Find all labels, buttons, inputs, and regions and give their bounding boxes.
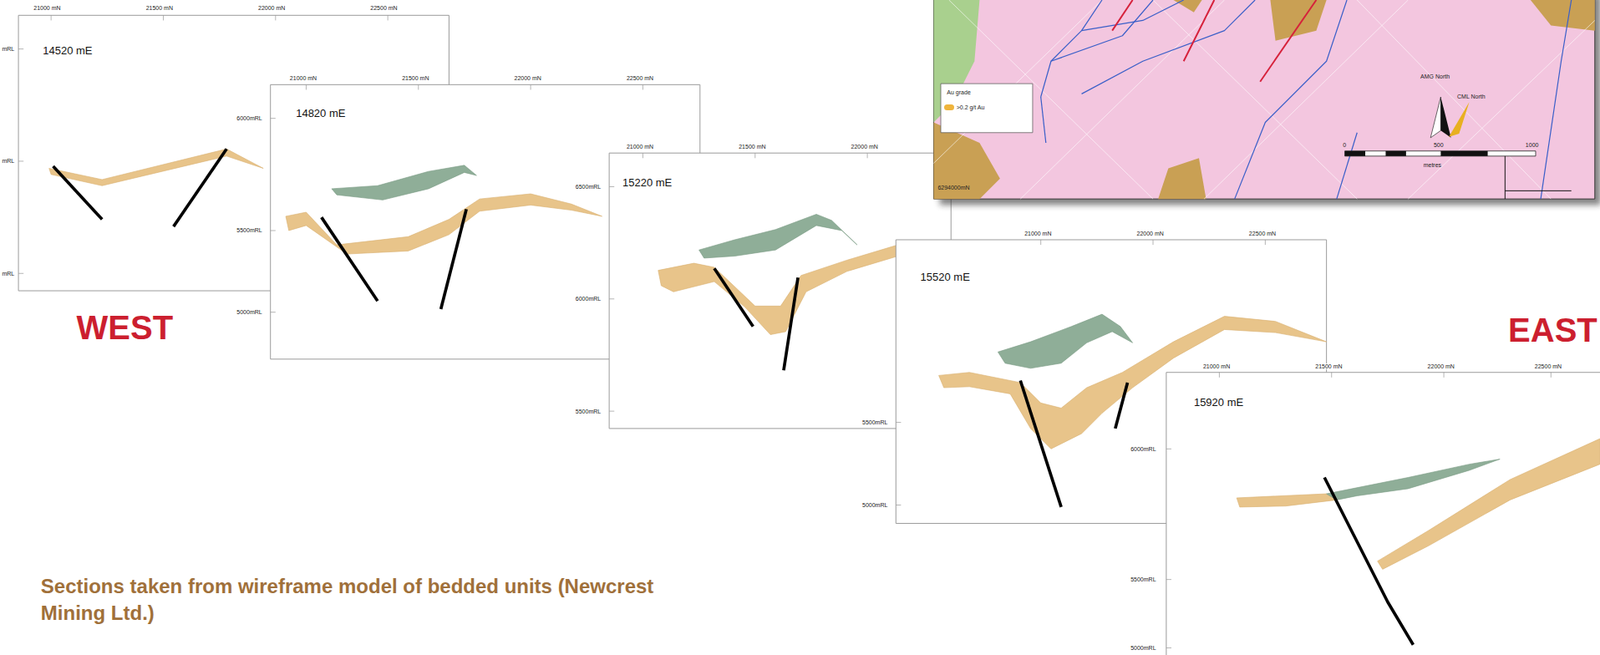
figure-caption: Sections taken from wireframe model of b… <box>40 573 676 625</box>
axis-label: 21000 mN <box>289 75 317 82</box>
axis-label: 21500 mN <box>1315 363 1342 370</box>
axis-label: 6000mRL <box>575 295 601 302</box>
axis-label: 22000 mN <box>514 75 542 82</box>
legend-item: >0.2 g/t Au <box>944 104 986 111</box>
axis-label: 5500mRL <box>862 419 888 426</box>
bedded-unit <box>49 148 264 186</box>
map-label: 0 <box>1342 142 1347 148</box>
section-label: 15920 mE <box>1193 396 1244 409</box>
geology-map <box>933 0 1600 205</box>
axis-label: 22500 mN <box>370 5 397 11</box>
axis-label: mRL <box>1 270 15 277</box>
map-label: 500 <box>1433 142 1444 148</box>
axis-label: 22500 mN <box>626 75 654 82</box>
axis-label: 21500 mN <box>146 5 173 11</box>
map-label: AMG North <box>1420 73 1450 80</box>
direction-label: EAST <box>1508 313 1598 347</box>
axis-label: 22000 mN <box>1137 230 1164 237</box>
section-label: 14820 mE <box>295 106 346 120</box>
section-panel: 15520 mE <box>895 239 1326 524</box>
axis-label: 21000 mN <box>626 143 654 150</box>
axis-label: 22500 mN <box>1534 363 1562 370</box>
axis-label: 21000 mN <box>1203 363 1230 370</box>
section-panel: 15920 mE <box>1166 372 1600 655</box>
axis-label: 21000 mN <box>33 5 61 11</box>
axis-label: 6000mRL <box>1130 446 1156 453</box>
legend-swatch <box>944 104 955 111</box>
axis-label: mRL <box>1 45 15 52</box>
map-label: CML North <box>1457 93 1486 100</box>
axis-label: 21500 mN <box>401 75 429 82</box>
axis-label: 22500 mN <box>1249 230 1276 237</box>
axis-label: 5000mRL <box>1130 645 1156 651</box>
section-frame <box>1166 372 1600 655</box>
axis-label: 6500mRL <box>575 183 601 190</box>
axis-label: 5500mRL <box>236 227 262 234</box>
section-label: 15520 mE <box>920 270 971 284</box>
map-label: metres <box>1423 162 1442 168</box>
axis-label: 22000 mN <box>258 5 285 11</box>
map-label: Au grade <box>946 89 971 96</box>
axis-label: 21500 mN <box>738 143 766 150</box>
axis-label: 21000 mN <box>1024 230 1052 237</box>
section-label: 15220 mE <box>622 176 672 189</box>
axis-label: 5500mRL <box>575 408 601 415</box>
section-panel: 15220 mE <box>609 152 951 429</box>
map-label: 1000 <box>1525 142 1540 148</box>
direction-label: WEST <box>76 310 174 345</box>
axis-label: 5000mRL <box>236 309 262 315</box>
section-panel: 14820 mE <box>270 84 701 360</box>
axis-label: 22000 mN <box>1427 363 1455 370</box>
section-panel: 14520 mE <box>18 15 449 291</box>
map-label: 6294000mN <box>937 184 970 191</box>
axis-label: 5500mRL <box>1130 576 1156 583</box>
axis-label: 6000mRL <box>236 115 262 122</box>
axis-label: mRL <box>1 157 15 164</box>
axis-label: 22000 mN <box>851 143 879 150</box>
section-label: 14520 mE <box>42 44 92 57</box>
legend-text: >0.2 g/t Au <box>956 104 986 111</box>
axis-label: 5000mRL <box>862 502 888 508</box>
